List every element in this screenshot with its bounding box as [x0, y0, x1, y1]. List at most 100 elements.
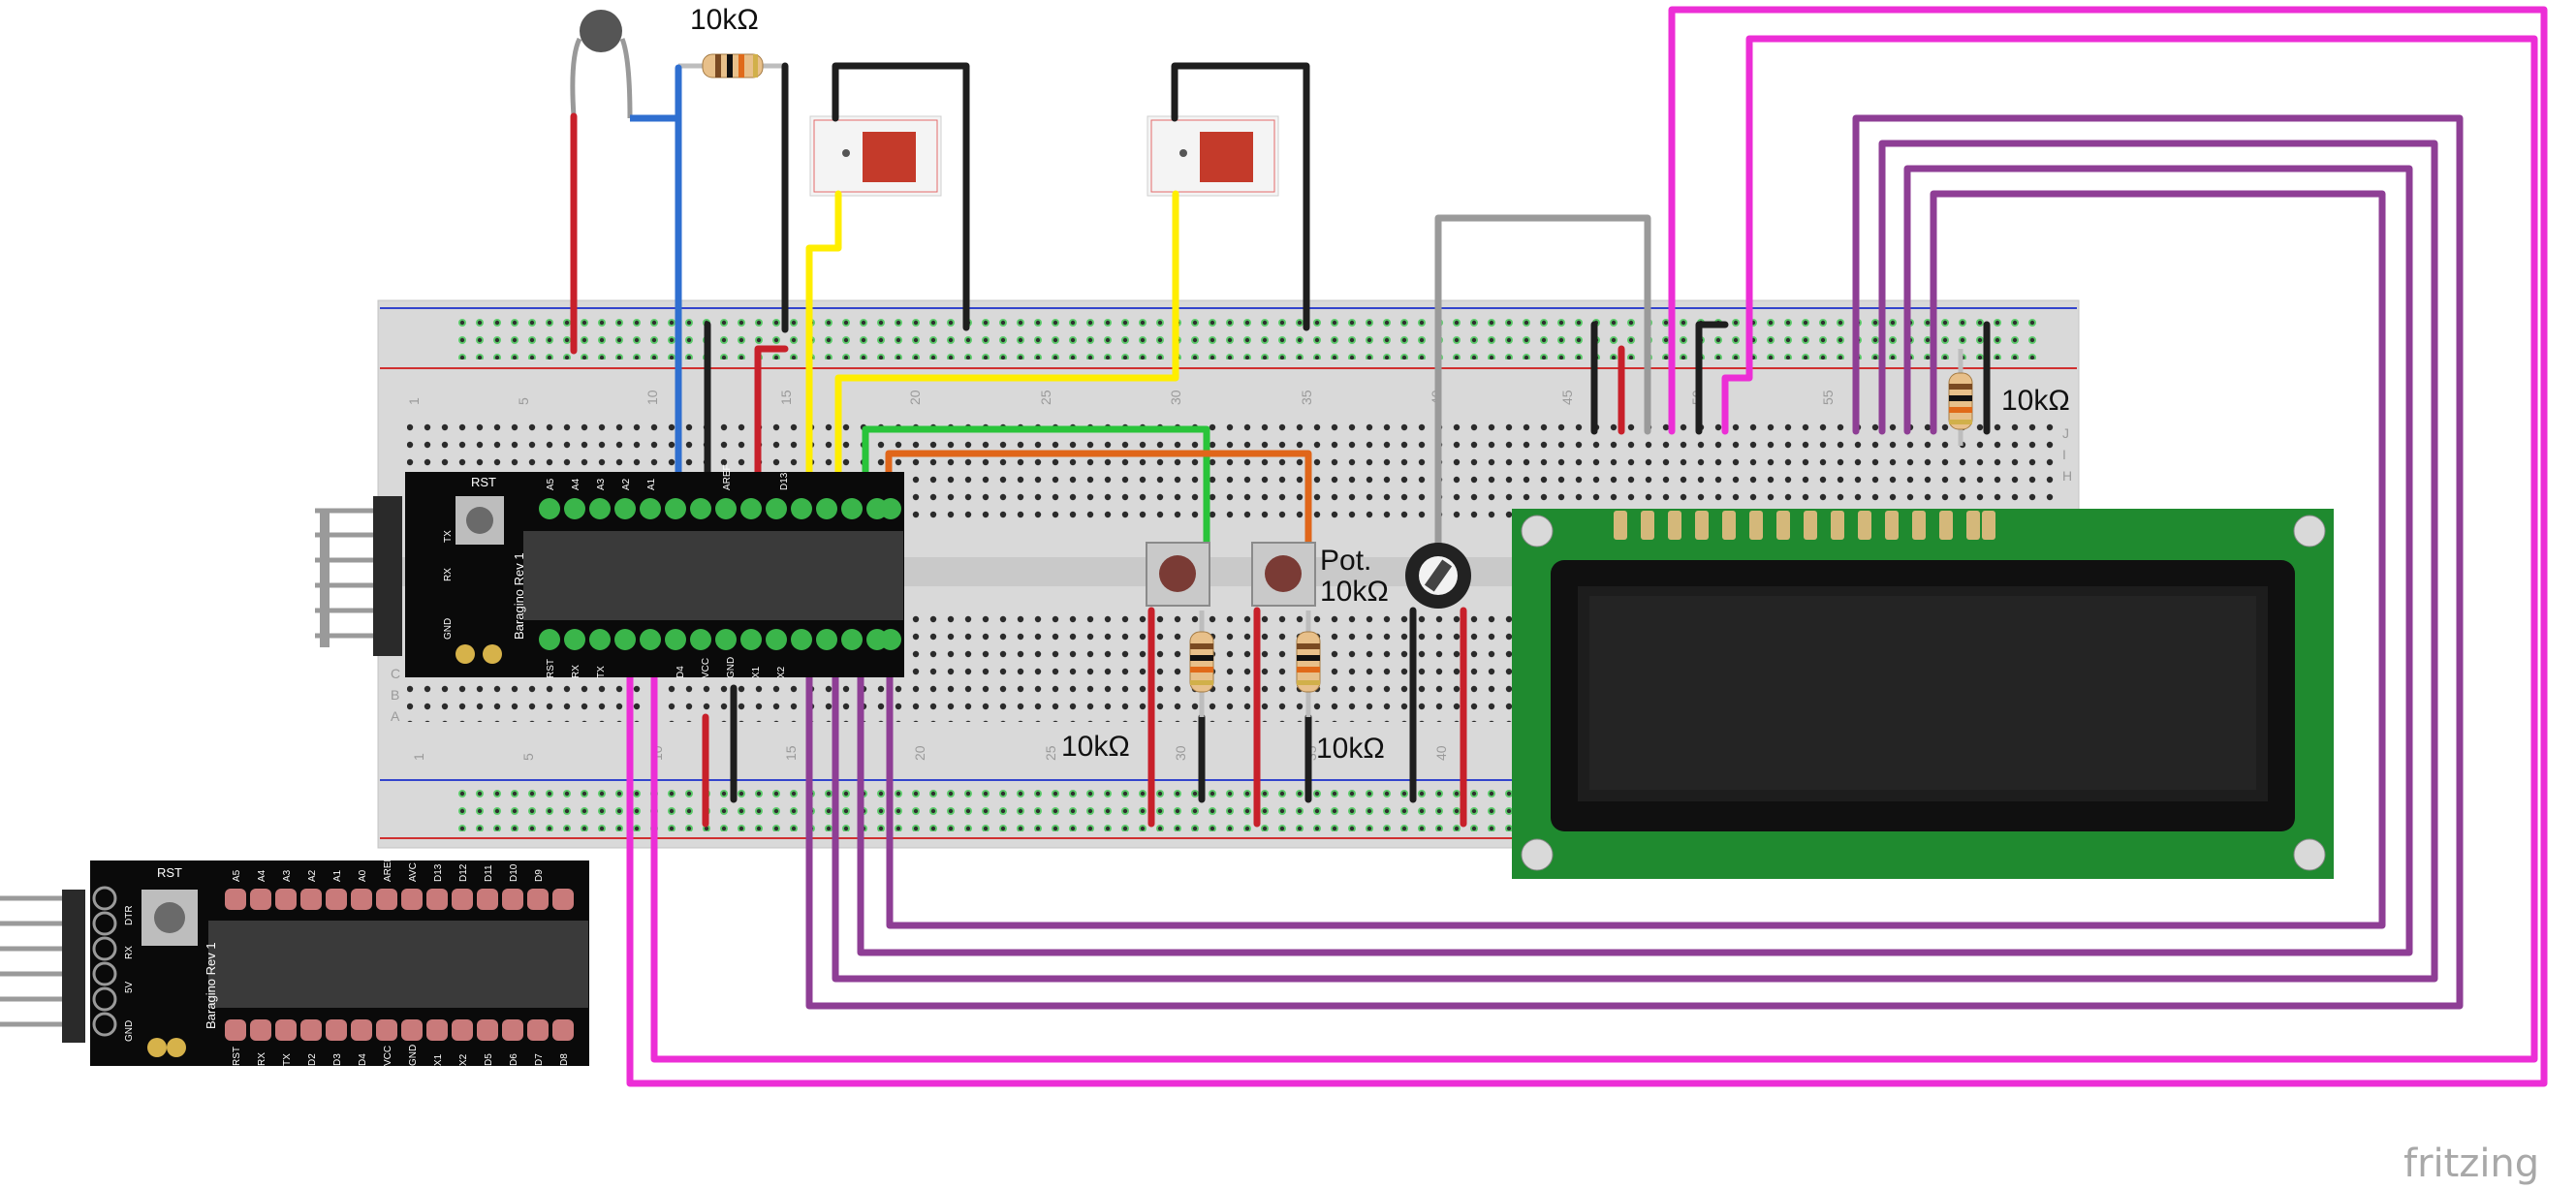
pin-label: RX [571, 665, 581, 678]
pushbutton-1 [1146, 542, 1210, 607]
pin-label: D11 [484, 864, 494, 882]
wires [570, 6, 2548, 1087]
resistor-button1-label: 10kΩ [1061, 731, 1130, 763]
column-numbers-bottom: 1 5 10 15 20 25 30 35 40 [411, 745, 1449, 761]
pin-label: D4 [358, 1053, 368, 1066]
pin-label: A2 [621, 478, 632, 490]
pin-label: GND [443, 618, 454, 640]
col-num: 5 [520, 753, 536, 761]
col-num: 55 [1820, 390, 1836, 405]
col-num: 25 [1038, 390, 1053, 405]
col-num: 20 [912, 745, 927, 761]
pin-label: A1 [646, 478, 657, 490]
pin-label: VCC [383, 1046, 393, 1066]
board2-bottom-pin-labels: RST RX TX D2 D3 D4 VCC GND X1 X2 D5 D6 D… [232, 1045, 570, 1066]
baragino-board-1: RST Baragino Rev 1 GND RX TX A5 A4 A3 A2… [315, 464, 904, 678]
resistor-right: 10kΩ [1948, 349, 2070, 446]
pin-label: TX [282, 1053, 293, 1066]
pin-label: RST [546, 659, 556, 678]
pin-label: A4 [571, 478, 581, 490]
resistor-top: 10kΩ [678, 4, 785, 78]
board2-header-labels: GND 5V RX DTR [124, 905, 135, 1042]
col-num: 1 [411, 753, 426, 761]
board2-rst-label: RST [157, 865, 182, 880]
pin-label: AREF [722, 464, 733, 490]
pin-label: A3 [282, 869, 293, 882]
header-pin-labels: GND RX TX [443, 530, 454, 640]
pin-label: D13 [433, 863, 444, 882]
pin-label: D13 [779, 472, 790, 490]
pin-label: D4 [675, 666, 686, 678]
pushbutton-2 [1251, 542, 1316, 607]
col-num: 15 [778, 390, 794, 405]
pin-label: X1 [751, 666, 762, 678]
pin-label: A4 [257, 869, 267, 882]
pin-label: AVC [408, 862, 419, 882]
col-num: 15 [783, 745, 799, 761]
col-num: 10 [644, 390, 660, 405]
resistor-top-label: 10kΩ [690, 4, 759, 36]
row-letter: H [2062, 468, 2072, 484]
pin-label: X2 [458, 1053, 469, 1066]
pin-label: D8 [559, 1053, 570, 1066]
pin-label: X2 [776, 666, 787, 678]
relay-1 [809, 115, 942, 197]
pin-label: A1 [332, 869, 343, 882]
pin-label: GND [408, 1045, 419, 1066]
pot-label-line2: 10kΩ [1320, 576, 1389, 608]
row-letter: B [391, 687, 399, 703]
pin-label: RX [443, 568, 454, 581]
col-num: 35 [1299, 390, 1314, 405]
pin-label: A3 [596, 478, 607, 490]
pin-label: RST [232, 1047, 242, 1066]
pin-label: D12 [458, 863, 469, 882]
pin-label: TX [443, 530, 454, 543]
lcd-header-pins [1614, 511, 1995, 540]
pin-label: D7 [534, 1053, 545, 1066]
pin-label: TX [596, 666, 607, 678]
row-letter: A [391, 708, 400, 724]
fritzing-logo: fritzing [2403, 1142, 2539, 1186]
pin-label: D2 [307, 1053, 318, 1066]
pin-label: 5V [124, 981, 135, 993]
col-num: 1 [406, 397, 422, 405]
top-pin-labels: A5 A4 A3 A2 A1 AREF D13 [546, 464, 790, 490]
col-num: 30 [1173, 745, 1188, 761]
pin-label: D3 [332, 1053, 343, 1066]
col-num: 40 [1433, 745, 1449, 761]
row-letter: I [2062, 447, 2066, 462]
pin-label: A5 [546, 478, 556, 490]
col-num: 30 [1168, 390, 1183, 405]
pin-label: GND [124, 1020, 135, 1042]
thermistor [570, 10, 682, 122]
row-letter: C [391, 666, 400, 681]
pin-label: AREF [383, 856, 393, 882]
resistor-right-label: 10kΩ [2001, 385, 2070, 417]
board2-top-pin-labels: A5 A4 A3 A2 A1 A0 AREF AVC D13 D12 D11 D… [232, 856, 545, 882]
col-num: 25 [1043, 745, 1058, 761]
pin-label: D10 [509, 863, 519, 882]
baragino-board-2: RST Baragino Rev 1 A5 A4 A3 A2 A1 A0 ARE… [0, 856, 589, 1066]
pin-label: A2 [307, 869, 318, 882]
pin-label: D5 [484, 1053, 494, 1066]
board-rst-label: RST [471, 475, 496, 489]
pin-label: RX [257, 1052, 267, 1066]
potentiometer: Pot. 10kΩ [1320, 543, 1471, 609]
pin-label: RX [124, 946, 135, 959]
pin-label: GND [726, 657, 737, 678]
row-letters: J I H C B A [391, 425, 2072, 724]
relay-2 [1147, 115, 1279, 197]
col-num: 5 [516, 397, 531, 405]
pin-label: A5 [232, 869, 242, 882]
pin-label: D6 [509, 1053, 519, 1066]
col-num: 45 [1559, 390, 1575, 405]
board-name-label: Baragino Rev 1 [512, 552, 526, 640]
board2-name-label: Baragino Rev 1 [204, 942, 218, 1029]
pin-label: VCC [701, 658, 711, 678]
pin-label: X1 [433, 1053, 444, 1066]
resistor-button2: 10kΩ [1296, 610, 1385, 765]
pot-label-line1: Pot. [1320, 545, 1371, 577]
pin-label: DTR [124, 905, 135, 925]
resistor-button1: 10kΩ [1061, 610, 1214, 763]
